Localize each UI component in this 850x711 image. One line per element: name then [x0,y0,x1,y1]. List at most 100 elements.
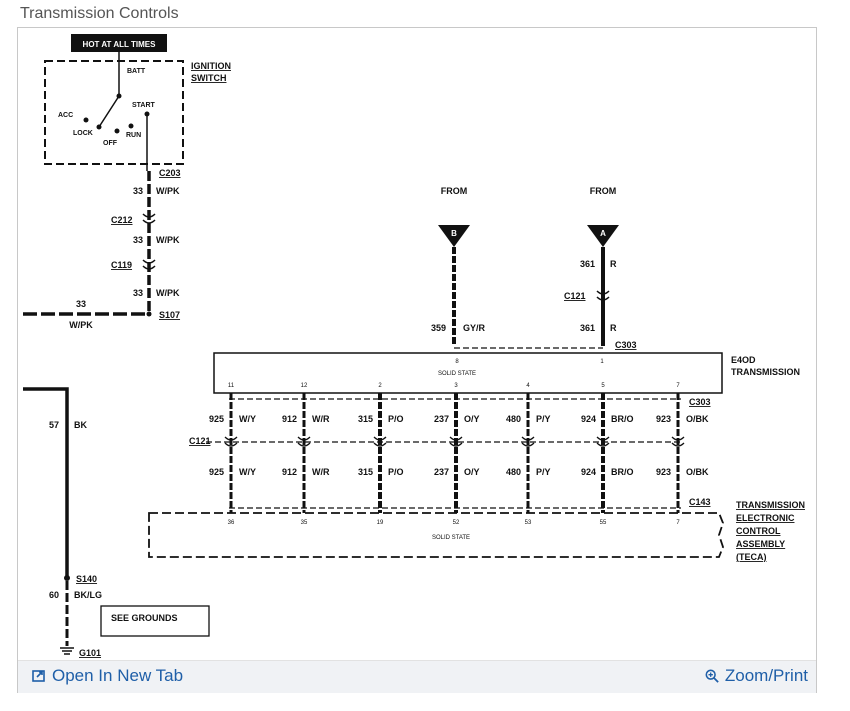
wire-num: 912 [282,467,297,477]
from-b-label: FROM [441,186,468,196]
s107-label: S107 [159,310,180,320]
connector-mark [297,436,311,447]
c303b-label: C303 [689,397,711,407]
start-label: START [132,102,156,109]
connector-mark [373,436,387,447]
page-title: Transmission Controls [20,5,179,22]
teca-title-5: (TECA) [736,552,767,562]
wire-num: 60 [49,590,59,600]
g101-label: G101 [79,648,101,658]
teca-box [148,512,724,558]
connector-mark [671,436,685,447]
e4od-pin-a: 1 [600,359,604,365]
connector-mark [521,436,535,447]
c203-label: C203 [159,168,181,178]
connector-mark [224,436,238,447]
teca-pin: 36 [228,520,235,526]
teca-title-3: CONTROL [736,526,781,536]
from-a-label: FROM [590,186,617,196]
wire-color: P/O [388,414,404,424]
open-in-new-tab-label: Open In New Tab [52,666,184,685]
teca-pin: 55 [600,520,607,526]
from-a-arrow [587,225,619,247]
s140-label: S140 [76,574,97,584]
wire-color: W/PK [69,320,93,330]
e4od-pin: 12 [301,383,308,389]
wire-color: BK/LG [74,590,102,600]
connector-mark [449,436,463,447]
e4od-pin: 7 [676,383,680,389]
lock-label: LOCK [73,130,93,137]
wire-color: O/Y [464,414,480,424]
wire-num: 33 [133,186,143,196]
e4od-pin: 11 [228,383,235,389]
teca-pins: 36 35 19 52 53 55 7 [228,520,681,526]
wire-num: 33 [133,288,143,298]
ignition-title-2: SWITCH [191,73,227,83]
wire-num: 315 [358,414,373,424]
e4od-pins: 11 12 2 3 4 5 7 [228,383,680,389]
teca-title-4: ASSEMBLY [736,539,785,549]
wire-num: 359 [431,323,446,333]
hot-label: HOT AT ALL TIMES [83,40,157,49]
batt-label: BATT [127,68,146,75]
wire-num: 480 [506,414,521,424]
wire-color: O/Y [464,467,480,477]
wire-num: 237 [434,414,449,424]
wire-color: BR/O [611,467,634,477]
teca-pin: 52 [453,520,460,526]
see-grounds-label: SEE GROUNDS [111,613,178,623]
wire-color: W/Y [239,467,256,477]
e4od-label: SOLID STATE [438,371,476,377]
wire-color: GY/R [463,323,486,333]
c121-a-label: C121 [564,291,586,301]
bottom-toolbar: Open In New Tab Zoom/Print [18,660,816,693]
open-in-new-tab-button[interactable]: Open In New Tab [32,666,183,686]
wire-color: P/Y [536,414,551,424]
teca-label: SOLID STATE [432,535,470,541]
wire-num: 923 [656,414,671,424]
wire-color: W/R [312,467,330,477]
wire-num: 480 [506,467,521,477]
wire-color: P/Y [536,467,551,477]
teca-pin: 7 [676,520,680,526]
e4od-title-2: TRANSMISSION [731,367,800,377]
wire-color: W/PK [156,186,180,196]
e4od-pin: 2 [378,383,382,389]
zoom-print-label: Zoom/Print [724,666,808,685]
e4od-title: E4OD [731,355,756,365]
teca-title-2: ELECTRONIC [736,513,795,523]
zoom-print-button[interactable]: Zoom/Print [705,666,808,686]
wire-color: P/O [388,467,404,477]
wiring-diagram: HOT AT ALL TIMES IGNITION SWITCH BATT AC… [23,34,805,658]
e4od-box [213,352,723,394]
wire-num: 237 [434,467,449,477]
wire-num: 925 [209,467,224,477]
wire-color: R [610,259,617,269]
wire-num: 33 [76,299,86,309]
wire-num: 924 [581,414,596,424]
wire-num: 33 [133,235,143,245]
zoom-in-icon [705,669,719,683]
teca-title: TRANSMISSION [736,500,805,510]
c121-b-label: C121 [189,436,211,446]
wire-num: 925 [209,414,224,424]
c303-label: C303 [615,340,637,350]
e4od-pin: 4 [526,383,530,389]
wire-color: BR/O [611,414,634,424]
wire-color: BK [74,420,87,430]
wire-color: W/PK [156,288,180,298]
teca-pin: 35 [301,520,308,526]
from-b-letter: B [451,229,457,238]
c143-label: C143 [689,497,711,507]
e4od-pin: 5 [601,383,605,389]
hot-label-box [71,34,167,52]
teca-pin: 19 [377,520,384,526]
e4od-pin: 3 [454,383,458,389]
teca-pin: 53 [525,520,532,526]
wire-color: W/PK [156,235,180,245]
wire-num: 57 [49,420,59,430]
diagram-frame: HOT AT ALL TIMES IGNITION SWITCH BATT AC… [17,27,817,693]
from-a-letter: A [600,229,606,238]
